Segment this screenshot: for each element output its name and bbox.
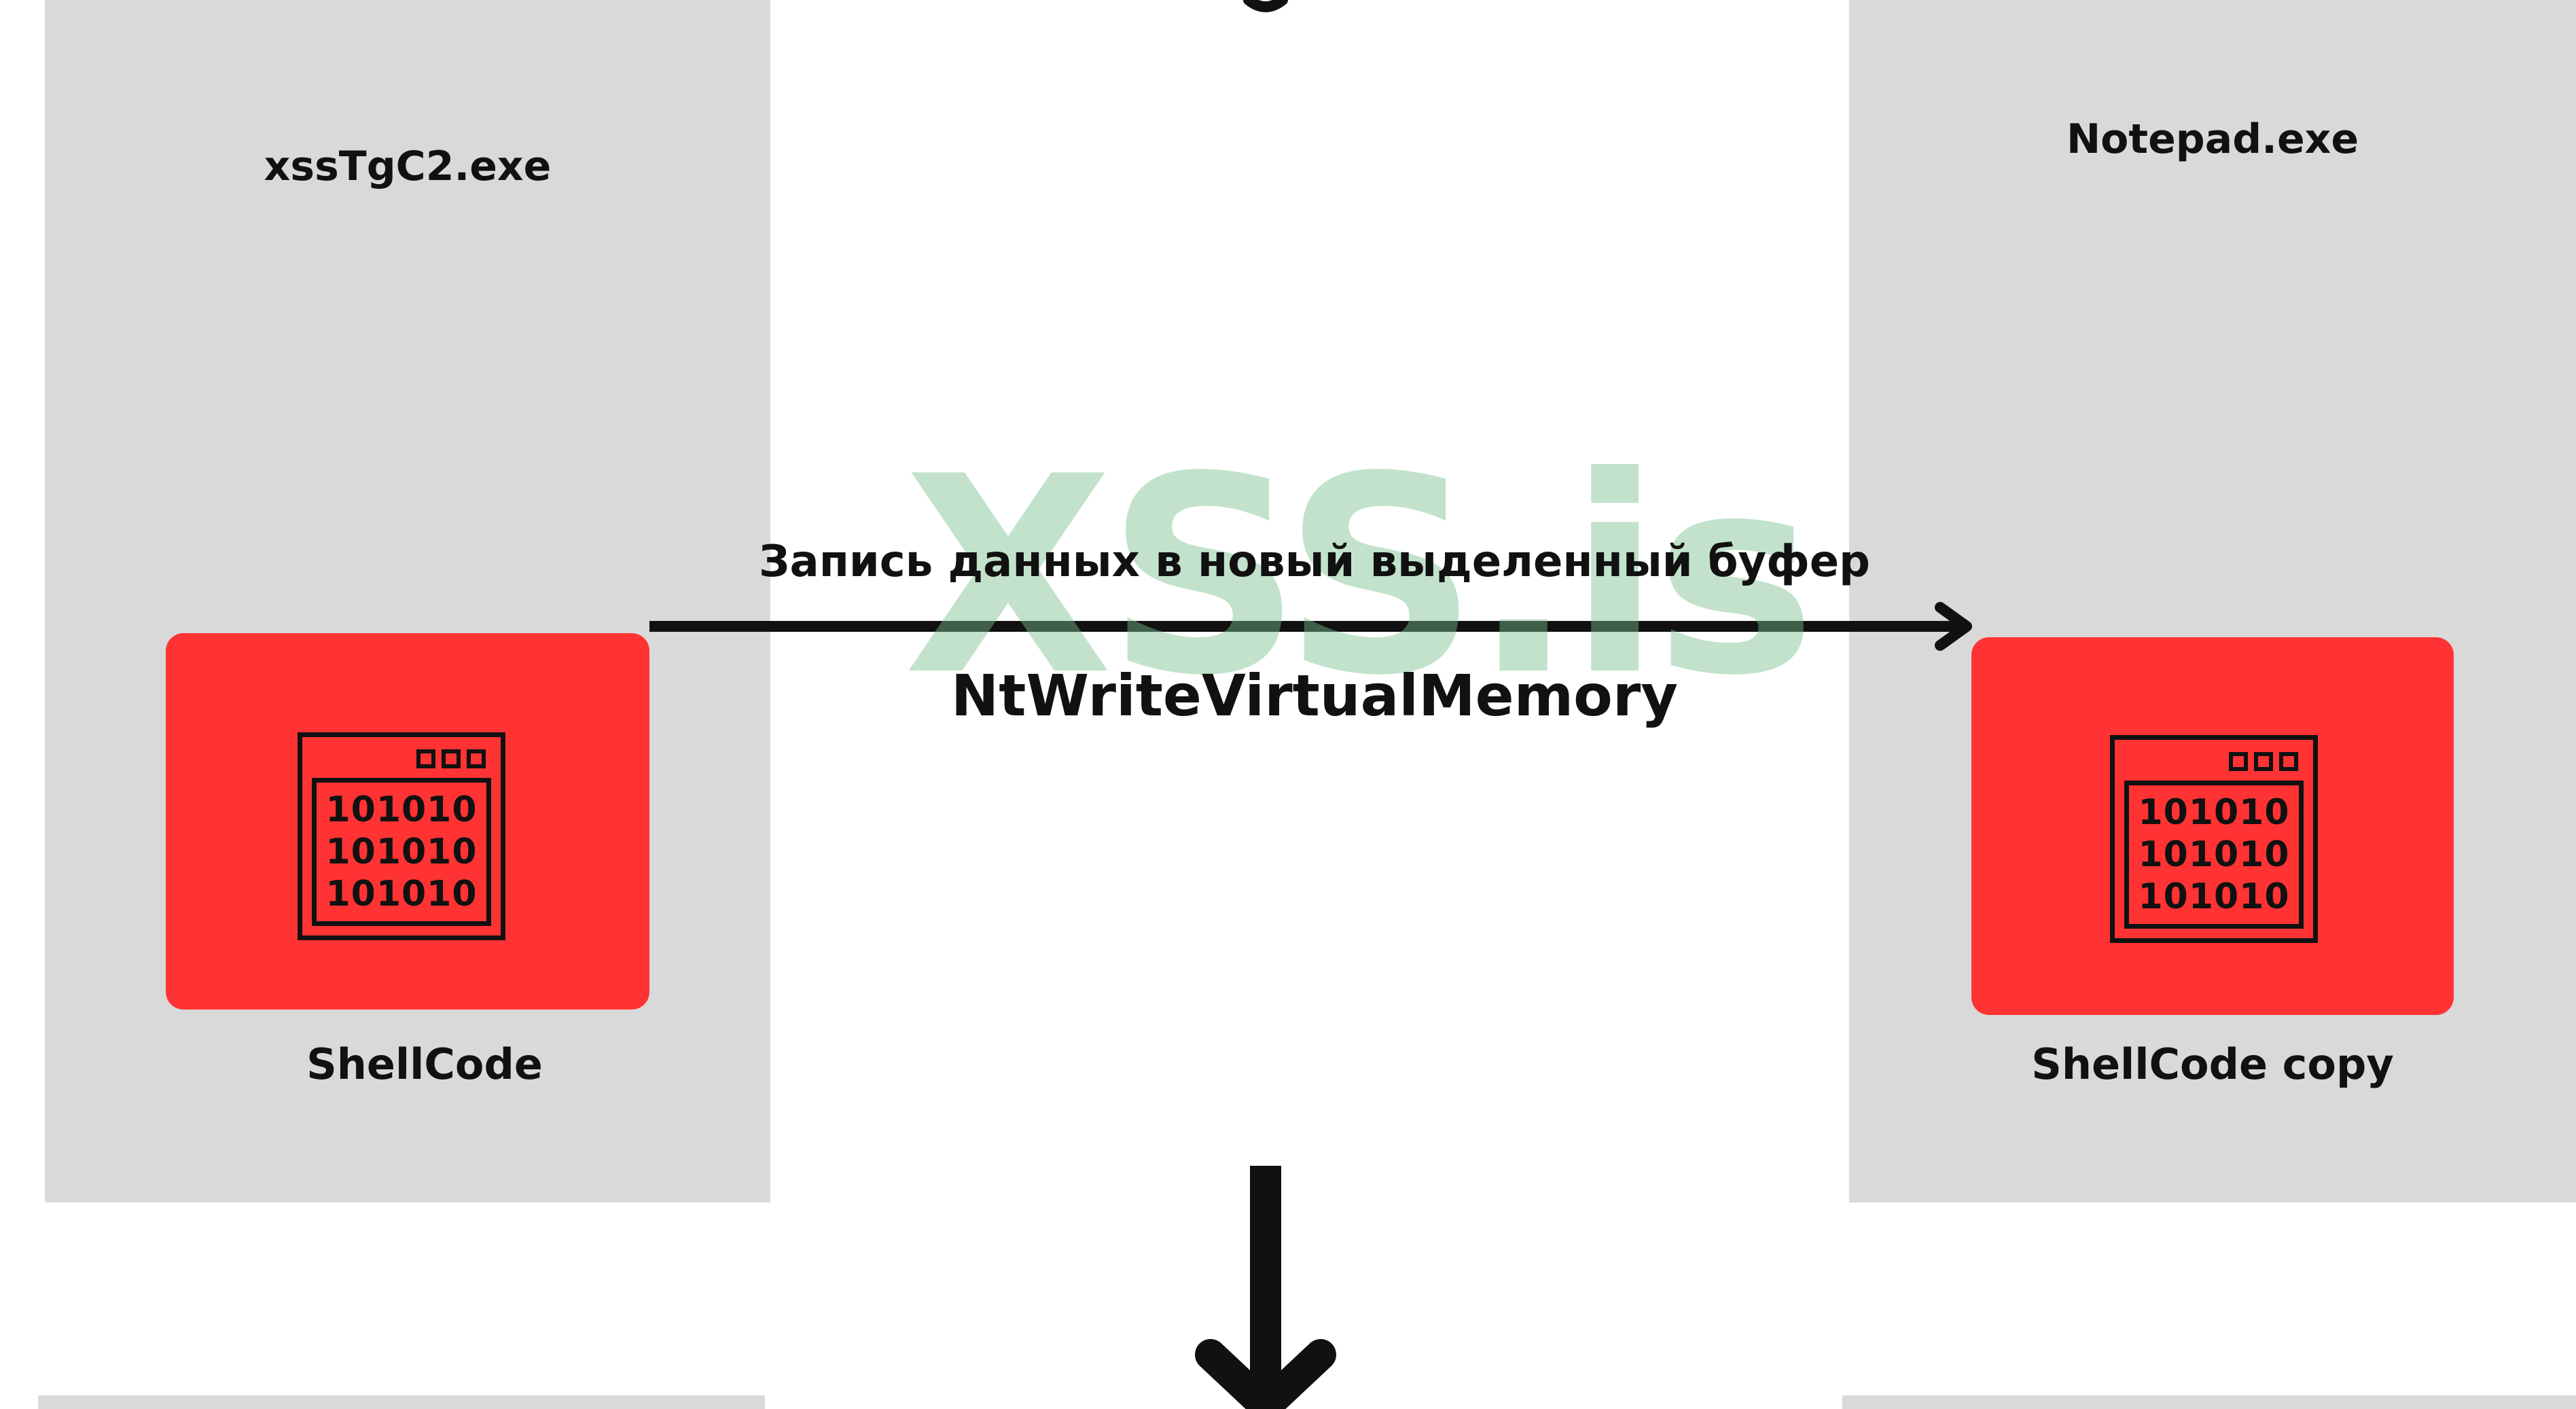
- left-shellcode-buffer: 101010 101010 101010: [166, 633, 649, 1010]
- arrow-caption: Запись данных в новый выделенный буфер: [759, 537, 1870, 587]
- api-call-label: NtWriteVirtualMemory: [950, 662, 1679, 729]
- right-process-title: Notepad.exe: [2066, 115, 2359, 163]
- binary-window-icon: 101010 101010 101010: [2110, 735, 2318, 943]
- binary-line: 101010: [2138, 876, 2290, 917]
- arrow-right-icon: [649, 602, 1972, 651]
- left-bottom-panel: [38, 1395, 765, 1409]
- left-process-title: xssTgC2.exe: [264, 143, 552, 190]
- binary-line: 101010: [2138, 792, 2290, 833]
- right-shellcode-buffer: 101010 101010 101010: [1971, 637, 2454, 1015]
- binary-line: 101010: [325, 789, 478, 830]
- binary-window-icon: 101010 101010 101010: [298, 732, 505, 940]
- right-bottom-panel: [1842, 1395, 2576, 1409]
- binary-line: 101010: [2138, 834, 2290, 875]
- arrow-down-icon: [1195, 1166, 1336, 1409]
- left-buffer-label: ShellCode: [306, 1039, 543, 1089]
- xss-watermark: XSS.is: [904, 419, 1817, 735]
- binary-line: 101010: [325, 874, 478, 914]
- top-arrow-tail-icon: [1243, 0, 1288, 12]
- binary-line: 101010: [325, 832, 478, 872]
- right-buffer-label: ShellCode copy: [2031, 1039, 2394, 1089]
